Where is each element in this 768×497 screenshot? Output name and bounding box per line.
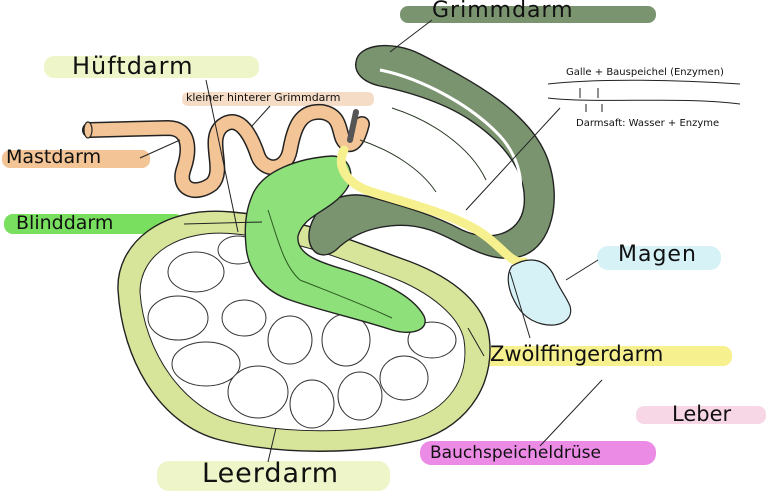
- label-magen: Magen: [618, 242, 697, 267]
- magen-highlight: [597, 246, 721, 270]
- note-galle: Galle + Bauspeichel (Enzymen): [566, 67, 724, 78]
- note-darmsaft: Darmsaft: Wasser + Enzyme: [576, 118, 720, 129]
- blinddarm-highlight: [4, 214, 184, 234]
- label-mastdarm: Mastdarm: [6, 146, 102, 168]
- blinddarm-shape: [244, 155, 426, 334]
- label-kleiner-hinterer-grimmdarm: kleiner hinterer Grimmdarm: [186, 91, 341, 104]
- bauchspeicheldruese-highlight: [420, 441, 656, 465]
- zwoelffingerdarm-shape: [336, 145, 529, 267]
- label-blinddarm: Blinddarm: [16, 212, 114, 234]
- mastdarm-shape: [82, 103, 370, 199]
- leerdarm-highlight: [157, 461, 390, 491]
- label-bauchspeicheldruese: Bauchspeicheldrüse: [430, 443, 601, 463]
- label-zwoelffingerdarm: Zwölffingerdarm: [490, 342, 664, 366]
- enzyme-notes: [547, 79, 741, 112]
- magen-shape: [507, 259, 572, 326]
- label-leerdarm: Leerdarm: [202, 458, 340, 489]
- zwoelffingerdarm-highlight: [482, 346, 732, 366]
- grimmdarm-shape: [308, 44, 555, 259]
- label-grimmdarm: Grimmdarm: [432, 0, 574, 23]
- kleiner-hinterer-grimmdarm-highlight: [182, 92, 374, 106]
- grimmdarm-highlight: [400, 6, 656, 23]
- leber-highlight: [636, 406, 766, 424]
- label-hueftdarm: Hüftdarm: [72, 52, 194, 80]
- leerdarm-shape: [117, 210, 491, 452]
- mastdarm-highlight: [2, 150, 150, 168]
- hueftdarm-highlight: [44, 56, 259, 78]
- dark-tube-shape: [347, 109, 359, 143]
- label-leber: Leber: [672, 402, 732, 426]
- pointer-lines: [139, 19, 603, 463]
